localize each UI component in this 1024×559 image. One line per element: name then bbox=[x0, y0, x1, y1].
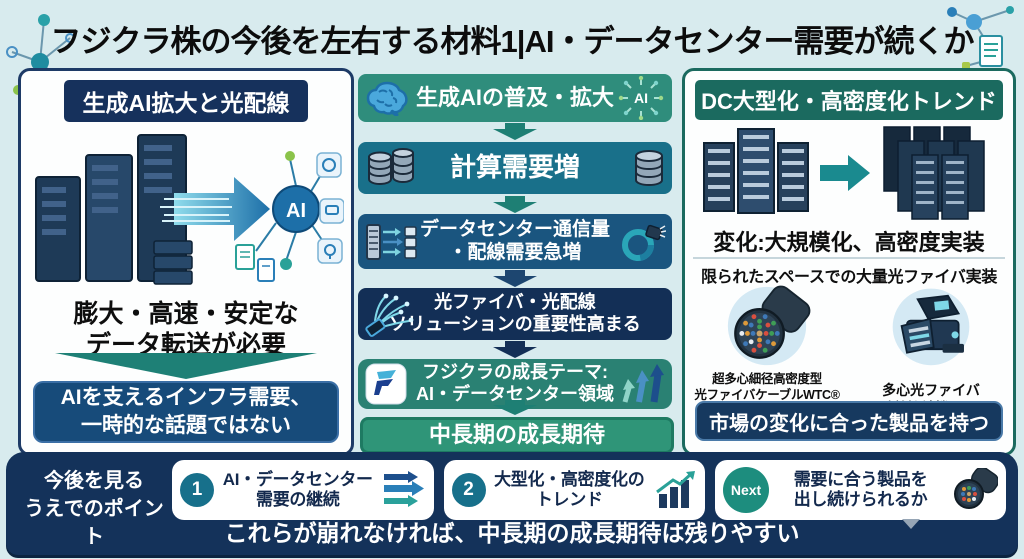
step-4-line-1: 光ファイバ・光配線 bbox=[434, 292, 596, 313]
change-caption: 変化:大規模化、高密度実装 bbox=[713, 230, 985, 255]
page-title: フジクラ株の今後を左右する材料1|AI・データセンター需要が続くか bbox=[50, 24, 975, 59]
step-2-label: 計算需要増 bbox=[449, 152, 580, 183]
point-card-2: 2 大型化・高密度化の トレンド bbox=[443, 460, 706, 520]
flow-arrows-icon bbox=[383, 471, 424, 507]
ai-hub-label: AI bbox=[286, 200, 306, 222]
product-splicer: 多心光ファイバ 融着接続機100R bbox=[853, 285, 1009, 419]
document-icon bbox=[979, 35, 1003, 67]
point-badge-1: 1 bbox=[180, 473, 214, 507]
point-1-text: AI・データセンター 需要の継続 bbox=[222, 469, 373, 509]
fiber-optic-icon bbox=[365, 293, 414, 337]
bottom-bar: 今後を見る うえでのポイント 1 AI・データセンター 需要の継続 2 大型化 bbox=[6, 452, 1018, 555]
ai-burst-label: AI bbox=[634, 90, 648, 106]
cable-coil-icon bbox=[622, 224, 666, 261]
dense-rack-cluster-icon bbox=[883, 126, 985, 220]
point-card-1: 1 AI・データセンター 需要の継続 bbox=[172, 460, 434, 520]
rising-arrows-icon bbox=[622, 364, 664, 403]
conclusion-line-2: 一時的な話題ではない bbox=[81, 414, 291, 437]
conclusion-line-1: AIを支えるインフラ需要、 bbox=[60, 385, 312, 409]
flow-step-6: 中長期の成長期待 bbox=[360, 417, 674, 454]
data-flow-arrow-icon bbox=[160, 177, 270, 241]
right-panel: DC大型化・高密度化トレンド bbox=[682, 68, 1016, 456]
growth-arrow-icon bbox=[820, 155, 870, 191]
flow-step-5: フジクラの成長テーマ: AI・データセンター領域 bbox=[358, 359, 672, 409]
left-panel-header: 生成AI拡大と光配線 bbox=[64, 80, 308, 122]
flow-step-4: 光ファイバ・光配線 ソリューションの重要性高まる bbox=[358, 288, 672, 340]
pointer-tail bbox=[902, 519, 920, 529]
rack-growth-illustration bbox=[703, 126, 985, 220]
splicer-image bbox=[892, 288, 970, 366]
step-3-line-2: ・配線需要急増 bbox=[448, 241, 582, 263]
right-conclusion-box: 市場の変化に合った製品を持つ bbox=[695, 401, 1003, 441]
flow-arrow-3 bbox=[493, 270, 537, 287]
divider bbox=[693, 257, 1005, 259]
right-panel-header: DC大型化・高密度化トレンド bbox=[695, 80, 1003, 120]
left-panel: 生成AI拡大と光配線 bbox=[18, 68, 354, 456]
step-6-label: 中長期の成長期待 bbox=[428, 422, 605, 448]
server-branch-icon bbox=[366, 223, 417, 260]
flow-step-3: データセンター通信量 ・配線需要急増 bbox=[358, 214, 672, 269]
point-2-text: 大型化・高密度化の トレンド bbox=[494, 469, 645, 509]
fiber-cable-image bbox=[727, 285, 811, 366]
need-line-1: 膨大・高速・安定な bbox=[73, 300, 299, 328]
down-chevron-icon bbox=[55, 353, 317, 379]
space-subheading: 限られたスペースでの大量光ファイバ実装 bbox=[700, 269, 998, 286]
fujikura-logo bbox=[365, 363, 407, 405]
step-1-label: 生成AIの普及・拡大 bbox=[415, 84, 614, 110]
mini-server-stack-icon bbox=[153, 240, 193, 285]
points-row: 1 AI・データセンター 需要の継続 2 大型化・高密度化の トレンド bbox=[172, 460, 1006, 520]
flow-step-2: 計算需要増 bbox=[358, 142, 672, 194]
brain-icon bbox=[366, 81, 408, 116]
products-row: 超多心細径高密度型 光ファイバケーブルWTC® (最大13824心) bbox=[685, 285, 1013, 419]
fiber-cable-icon bbox=[954, 468, 998, 509]
product-fiber-cable: 超多心細径高密度型 光ファイバケーブルWTC® (最大13824心) bbox=[689, 285, 845, 419]
servers-to-ai-illustration: AI bbox=[35, 134, 344, 285]
flow-arrow-1 bbox=[493, 123, 537, 140]
ai-hub-icon bbox=[272, 185, 320, 233]
flow-step-1: 生成AIの普及・拡大 AI bbox=[358, 74, 672, 122]
flow-arrow-2 bbox=[493, 196, 537, 213]
app-chip-icons bbox=[316, 152, 344, 264]
database-stack-icon bbox=[368, 148, 414, 186]
document-icons bbox=[235, 244, 275, 282]
point-3-text: 需要に合う製品を 出し続けられるか bbox=[793, 469, 928, 509]
point-badge-next: Next bbox=[723, 467, 770, 513]
step-3-line-1: データセンター通信量 bbox=[419, 218, 610, 240]
point-card-next: Next 需要に合う製品を 出し続けられるか bbox=[715, 460, 1006, 520]
flow-arrow-4 bbox=[493, 341, 537, 358]
point-badge-2: 2 bbox=[451, 473, 486, 507]
growth-chart-icon bbox=[656, 471, 696, 508]
database-icon bbox=[635, 150, 663, 187]
ai-burst-icon: AI bbox=[618, 76, 664, 120]
step-5-line-2: AI・データセンター領域 bbox=[416, 384, 614, 404]
step-5-line-1: フジクラの成長テーマ: bbox=[422, 362, 608, 383]
points-label: 今後を見る うえでのポイント bbox=[24, 470, 164, 548]
left-conclusion-box: AIを支えるインフラ需要、 一時的な話題ではない bbox=[33, 381, 339, 443]
flow-arrow-5 bbox=[493, 400, 537, 415]
step-4-line-2: ソリューションの重要性高まる bbox=[389, 314, 641, 334]
bottom-footer: これらが崩れなければ、中長期の成長期待は残りやすい bbox=[224, 520, 800, 546]
